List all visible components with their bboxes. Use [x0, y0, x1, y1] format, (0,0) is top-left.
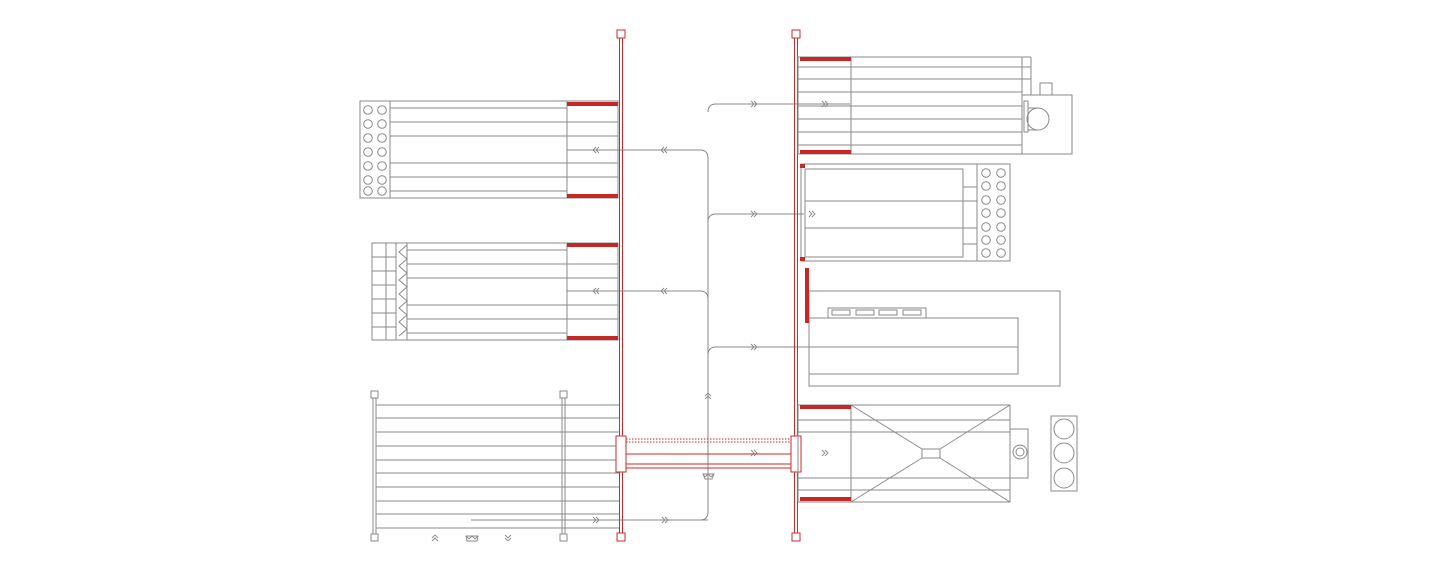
left-manifold-bank [370, 390, 708, 542]
flow-arrows [592, 100, 829, 524]
left-coil-unit-top [359, 100, 619, 199]
centrifugal-fan-icon [1021, 82, 1073, 155]
right-chiller-unit [805, 268, 1061, 387]
fan-array-icon [1053, 418, 1075, 489]
motor-icon [1009, 428, 1029, 479]
double-chevron-left-icon [592, 146, 668, 295]
right-coil-unit-second [800, 163, 1011, 262]
supply-return-ducts [567, 103, 850, 521]
chevron-down-icon [504, 534, 512, 542]
pump-icon [465, 535, 479, 542]
fan-coil-grid-icon [363, 105, 387, 196]
fan-coil-grid-icon [981, 168, 1006, 258]
right-ahu-unit [797, 404, 1029, 503]
filter-bank-icon [372, 244, 408, 337]
triple-fan-block [1050, 415, 1078, 492]
valve-icon [702, 473, 715, 480]
right-fan-unit-top [797, 56, 1073, 155]
double-chevron-up-icon [704, 392, 712, 400]
chiller-icon [827, 307, 927, 319]
double-chevron-right-icon [592, 100, 829, 524]
riser-crossover [615, 435, 802, 473]
chevron-up-icon [431, 534, 439, 542]
